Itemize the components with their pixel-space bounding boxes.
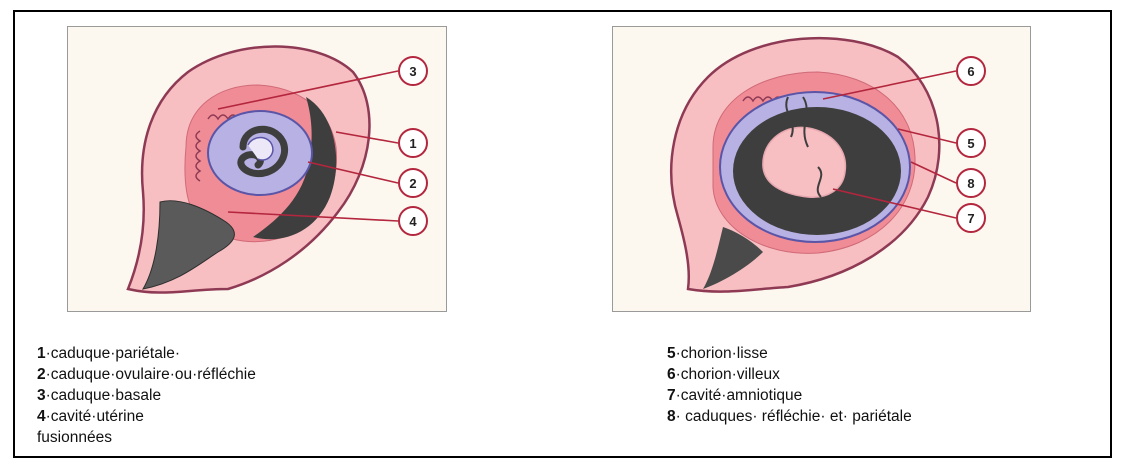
callout-5-label: 5 xyxy=(967,136,974,151)
legend-left: 1·caduque·pariétale· 2·caduque·ovulaire·… xyxy=(37,343,256,448)
legend-item: fusionnées xyxy=(37,427,256,448)
later-pregnancy-diagram: 6 5 8 7 xyxy=(612,26,1031,312)
callout-4-label: 4 xyxy=(409,214,417,229)
legend-right: 5·chorion·lisse 6·chorion·villeux 7·cavi… xyxy=(667,343,912,427)
legend-item: 1·caduque·pariétale· xyxy=(37,343,256,364)
callout-1-label: 1 xyxy=(409,136,416,151)
legend-item: 5·chorion·lisse xyxy=(667,343,912,364)
callout-6-label: 6 xyxy=(967,64,974,79)
early-uterus-illustration: 3 1 2 4 xyxy=(68,27,446,311)
legend-item: 2·caduque·ovulaire·ou·réfléchie xyxy=(37,364,256,385)
callout-2-label: 2 xyxy=(409,176,416,191)
callout-7-label: 7 xyxy=(967,211,974,226)
later-uterus-illustration: 6 5 8 7 xyxy=(613,27,1030,311)
callout-8-label: 8 xyxy=(967,176,974,191)
legend-item: 7·cavité·amniotique xyxy=(667,385,912,406)
legend-item: 6·chorion·villeux xyxy=(667,364,912,385)
callout-3-label: 3 xyxy=(409,64,416,79)
figure-frame: 3 1 2 4 xyxy=(13,10,1112,458)
early-pregnancy-diagram: 3 1 2 4 xyxy=(67,26,447,312)
legend-item: 8· caduques· réfléchie· et· pariétale xyxy=(667,406,912,427)
legend-item: 4·cavité·utérine xyxy=(37,406,256,427)
legend-item: 3·caduque·basale xyxy=(37,385,256,406)
